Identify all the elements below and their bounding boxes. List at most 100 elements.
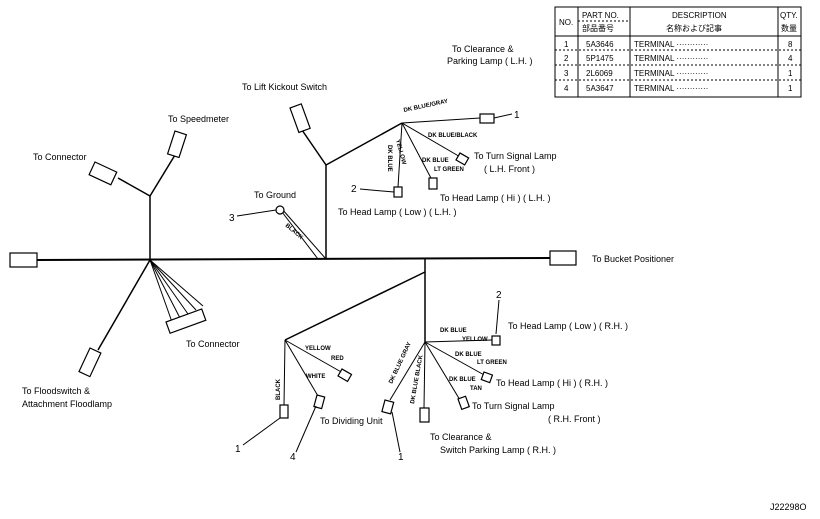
- head-hi-rh-connector: [480, 371, 494, 384]
- head-low-lh-connector: [393, 186, 403, 198]
- table-cell-part-no: 2L6069: [586, 69, 613, 78]
- table-cell-no: 1: [564, 40, 569, 49]
- label-turn-signal-lh-1: To Turn Signal Lamp: [474, 151, 557, 161]
- wire-label-dk-blue-black: DK BLUE/BLACK: [428, 133, 478, 139]
- label-floodswitch-2: Attachment Floodlamp: [22, 399, 112, 409]
- floodswitch-connector: [78, 347, 102, 378]
- wire-label-dk-blue-lt-green-b: LT GREEN: [434, 167, 464, 173]
- callout-1-bottom-mid: 1: [398, 452, 404, 463]
- left-lamp-branch: [275, 103, 495, 260]
- speedometer-branch: [88, 130, 188, 259]
- yellow-red-terminal: [337, 368, 353, 383]
- table-cell-no: 3: [564, 69, 569, 78]
- wire-label-dk-blue-gray-rh: DK BLUE GRAY: [388, 341, 413, 384]
- table-row: 3 2L6069 TERMINAL ············ 1: [564, 69, 793, 78]
- table-cell-description: TERMINAL ············: [634, 40, 708, 49]
- wire-label-red: RED: [331, 356, 344, 362]
- label-speedometer: To Speedmeter: [168, 114, 229, 124]
- table-cell-qty: 1: [788, 69, 793, 78]
- label-clearance-rh-1: To Clearance &: [430, 432, 492, 442]
- label-head-low-lh: To Head Lamp ( Low ) ( L.H. ): [338, 207, 457, 217]
- label-head-hi-rh: To Head Lamp ( Hi ) ( R.H. ): [496, 378, 608, 388]
- wire-label-dk-blue-lt-green-a: DK BLUE: [422, 158, 449, 164]
- label-clearance-lh-1: To Clearance &: [452, 44, 514, 54]
- label-turn-signal-rh-1: To Turn Signal Lamp: [472, 401, 555, 411]
- top-connector: [88, 161, 118, 186]
- wire-label-white: WHITE: [306, 374, 325, 380]
- callout-leaders: [236, 113, 513, 453]
- clearance-rh-connector: [419, 407, 430, 423]
- left-end-connector: [9, 252, 38, 268]
- table-cell-description: TERMINAL ············: [634, 69, 708, 78]
- label-connector-top: To Connector: [33, 152, 87, 162]
- figure-reference: J22298O: [770, 502, 807, 512]
- wire-label-dk-blue-gray: DK BLUE/GRAY: [403, 99, 448, 114]
- head-hi-lh-connector: [428, 177, 438, 190]
- wire-label-dk-blue-yellow-rh-b: YELLOW: [462, 337, 488, 343]
- table-cell-qty: 1: [788, 84, 793, 93]
- callout-3-ground: 3: [229, 213, 235, 224]
- table-row: 2 5P1475 TERMINAL ············ 4: [564, 54, 793, 63]
- table-cell-qty: 8: [788, 40, 793, 49]
- table-cell-part-no: 5A3647: [586, 84, 614, 93]
- wire-label-dk-blue-yellow-rh-a: DK BLUE: [440, 328, 467, 334]
- callout-1-top: 1: [514, 110, 520, 121]
- label-head-hi-lh: To Head Lamp ( Hi ) ( L.H. ): [440, 193, 551, 203]
- table-header-description: DESCRIPTION: [672, 11, 727, 20]
- bucket-positioner-connector: [549, 250, 577, 266]
- table-row: 4 5A3647 TERMINAL ············ 1: [564, 84, 793, 93]
- turn-signal-rh-connector: [457, 395, 471, 411]
- wire-label-dk-blue-tan-a: DK BLUE: [449, 377, 476, 383]
- wire-label-dk-blue-tan-b: TAN: [470, 386, 482, 392]
- label-lift-kickout: To Lift Kickout Switch: [242, 82, 327, 92]
- table-header-no: NO.: [559, 18, 573, 27]
- label-floodswitch-1: To Floodswitch &: [22, 386, 90, 396]
- table-header-qty-jp: 数量: [781, 23, 797, 33]
- table-row: 1 5A3646 TERMINAL ············ 8: [564, 40, 793, 49]
- label-turn-signal-lh-2: ( L.H. Front ): [484, 164, 535, 174]
- clearance-lh-connector: [479, 113, 495, 124]
- table-header-part-no: PART NO.: [582, 11, 619, 20]
- bottom-multi-connector: [165, 308, 207, 335]
- dividing-unit-connector: [381, 399, 395, 415]
- label-clearance-rh-2: Switch Parking Lamp ( R.H. ): [440, 445, 556, 455]
- callout-2-top: 2: [351, 184, 357, 195]
- black-terminal: [279, 404, 289, 419]
- floodswitch-branch: [78, 259, 207, 378]
- label-dividing-unit: To Dividing Unit: [320, 416, 383, 426]
- wire-label-black-rh: BLACK: [276, 378, 282, 400]
- label-bucket-positioner: To Bucket Positioner: [592, 254, 674, 264]
- label-connector-bottom: To Connector: [186, 339, 240, 349]
- label-head-low-rh: To Head Lamp ( Low ) ( R.H. ): [508, 321, 628, 331]
- wire-label-black-ground: BLACK: [284, 223, 304, 242]
- table-cell-description: TERMINAL ············: [634, 54, 708, 63]
- label-ground: To Ground: [254, 190, 296, 200]
- wire-label-dk-blue-yellow-a: DK BLUE: [386, 145, 392, 172]
- speedometer-connector: [166, 130, 188, 159]
- wire-label-dk-blue-lt-green-rh-b: LT GREEN: [477, 360, 507, 366]
- callout-4-bottom: 4: [290, 452, 296, 463]
- wire-label-dk-blue-lt-green-rh-a: DK BLUE: [455, 352, 482, 358]
- white-terminal: [313, 394, 326, 410]
- label-turn-signal-rh-2: ( R.H. Front ): [548, 414, 601, 424]
- main-harness: [9, 250, 577, 268]
- table-cell-qty: 4: [788, 54, 793, 63]
- right-lamp-branch: [279, 258, 501, 423]
- head-low-rh-connector: [491, 335, 501, 346]
- table-cell-no: 2: [564, 54, 569, 63]
- callout-2-right: 2: [496, 290, 502, 301]
- label-clearance-lh-2: Parking Lamp ( L.H. ): [447, 56, 533, 66]
- table-cell-no: 4: [564, 84, 569, 93]
- table-header-part-no-jp: 部品番号: [582, 23, 614, 33]
- lift-kickout-connector: [289, 103, 311, 134]
- callout-1-bottom-left: 1: [235, 444, 241, 455]
- parts-table: NO. PART NO. 部品番号 DESCRIPTION 名称および記事 QT…: [554, 6, 802, 98]
- wire-label-dk-blue-yellow-b: YELLOW: [394, 139, 407, 166]
- table-header-description-jp: 名称および記事: [666, 23, 722, 33]
- table-cell-part-no: 5P1475: [586, 54, 614, 63]
- wire-label-dk-blue-black-rh: DK BLUE BLACK: [410, 354, 425, 404]
- turn-signal-lh-connector: [455, 152, 470, 166]
- table-header-qty: QTY.: [780, 11, 798, 20]
- wire-label-yellow: YELLOW: [305, 346, 331, 352]
